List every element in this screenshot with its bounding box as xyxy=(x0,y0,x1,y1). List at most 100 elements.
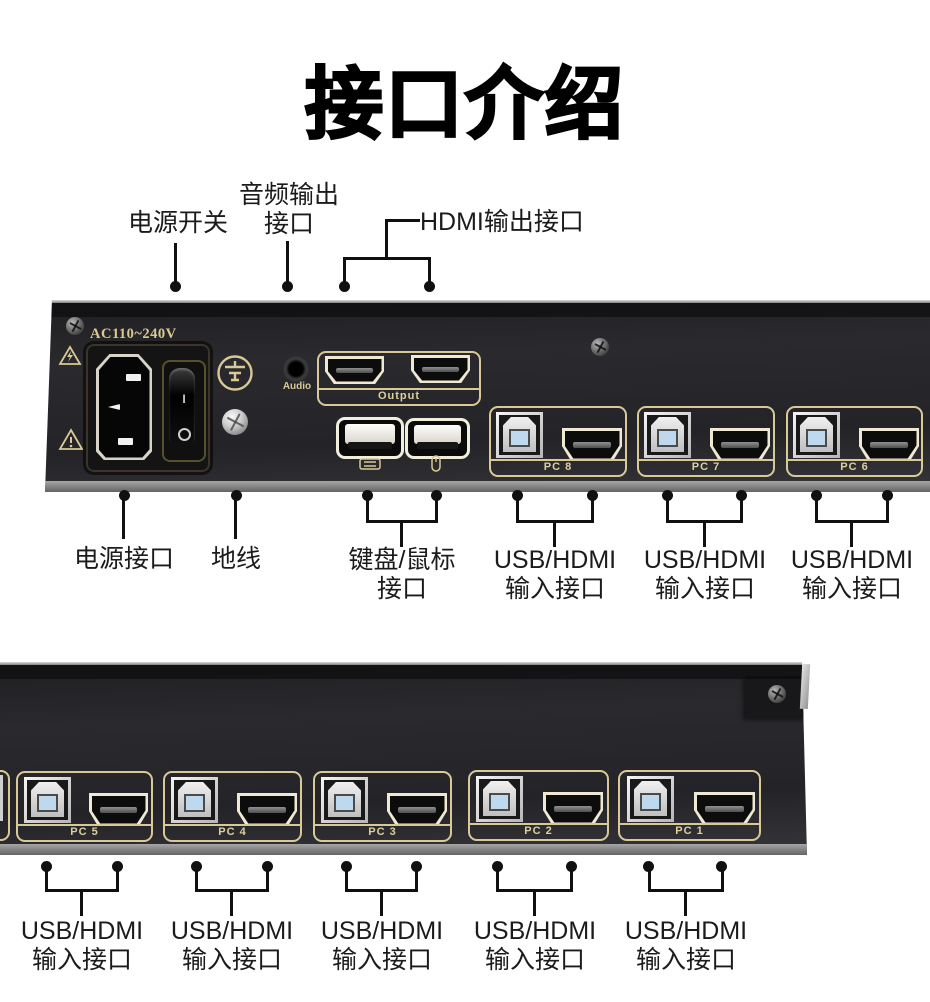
leader-dot xyxy=(119,490,130,501)
mouse-icon xyxy=(431,455,441,472)
leader-line xyxy=(570,867,573,892)
hdmi-port xyxy=(89,793,148,826)
pc-group-label: PC 4 xyxy=(165,824,300,840)
warning-lightning-icon xyxy=(58,345,82,365)
page-title: 接口介绍 xyxy=(304,59,625,150)
annotation-usb-hdmi-input-6: USB/HDMI 输入接口 xyxy=(790,546,914,603)
leader-line xyxy=(740,496,743,523)
pc3-port-group: PC 3 xyxy=(313,771,452,842)
annotation-usb-hdmi-input-7: USB/HDMI 输入接口 xyxy=(643,546,767,603)
leader-line xyxy=(122,496,125,539)
leader-line xyxy=(850,520,853,547)
hdmi-port xyxy=(387,793,447,826)
leader-dot xyxy=(339,281,350,292)
leader-line xyxy=(230,889,233,916)
leader-dot xyxy=(716,861,727,872)
leader-line xyxy=(266,867,269,892)
panel-base-strip xyxy=(45,481,930,492)
leader-line xyxy=(380,889,383,916)
annotation-kb-mouse-port: 键盘/鼠标 接口 xyxy=(348,546,456,603)
hdmi-port xyxy=(411,355,470,383)
leader-line xyxy=(45,867,48,892)
leader-dot xyxy=(170,281,181,292)
leader-line xyxy=(428,257,431,284)
annotation-power-port: 电源接口 xyxy=(73,545,174,573)
leader-dot xyxy=(411,861,422,872)
leader-dot xyxy=(431,490,442,501)
screw-icon xyxy=(768,685,786,703)
usb-b-port xyxy=(496,412,543,458)
annotation-power-switch: 电源开关 xyxy=(127,209,228,237)
hdmi-port xyxy=(859,428,919,461)
ground-icon xyxy=(217,355,253,391)
annotation-usb-hdmi-input-8: USB/HDMI 输入接口 xyxy=(493,546,617,603)
leader-dot xyxy=(262,861,273,872)
hdmi-port xyxy=(694,792,755,825)
keyboard-icon xyxy=(359,458,381,470)
pc-group-label: PC 7 xyxy=(639,459,773,475)
leader-dot xyxy=(643,861,654,872)
hdmi-port xyxy=(543,792,603,825)
ac-rating-label: AC110~240V xyxy=(90,326,177,342)
warning-exclamation-icon xyxy=(58,428,84,450)
pc-group-label: PC 6 xyxy=(788,459,921,475)
leader-line xyxy=(286,241,289,283)
leader-line xyxy=(815,496,818,523)
rear-panel-top: AC110~240V I xyxy=(45,300,930,492)
annotation-usb-hdmi-input-2: USB/HDMI 输入接口 xyxy=(473,917,597,974)
leader-dot xyxy=(587,490,598,501)
power-inlet-module: I xyxy=(86,344,210,472)
annotation-hdmi-out: HDMI输出接口 xyxy=(420,208,584,236)
leader-line xyxy=(648,867,651,892)
ground-screw-icon xyxy=(222,409,248,435)
leader-line xyxy=(721,867,724,892)
leader-line xyxy=(343,257,431,260)
power-inlet xyxy=(96,354,152,460)
hdmi-port xyxy=(325,356,384,384)
leader-line xyxy=(415,867,418,892)
leader-line xyxy=(195,867,198,892)
usb-b-port xyxy=(627,776,674,822)
pc-group-label: PC 3 xyxy=(315,824,450,840)
leader-dot xyxy=(512,490,523,501)
switch-off-mark xyxy=(178,428,191,441)
leader-dot xyxy=(41,861,52,872)
leader-dot xyxy=(662,490,673,501)
leader-line xyxy=(684,889,687,916)
hdmi-port xyxy=(237,793,297,826)
leader-line xyxy=(385,219,388,259)
leader-dot xyxy=(191,861,202,872)
pc2-port-group: PC 2 xyxy=(468,770,609,841)
leader-line xyxy=(516,496,519,523)
leader-line xyxy=(533,889,536,916)
hdmi-port xyxy=(710,428,770,461)
usb-b-port xyxy=(24,777,71,823)
leader-line xyxy=(366,496,369,523)
leader-dot xyxy=(492,861,503,872)
pc7-port-group: PC 7 xyxy=(637,406,775,477)
leader-line xyxy=(553,520,556,547)
usb-a-port-keyboard xyxy=(336,417,404,459)
leader-line xyxy=(174,243,177,283)
leader-line xyxy=(387,219,420,222)
pc-group-label: PC 1 xyxy=(620,823,759,839)
audio-jack xyxy=(283,356,309,382)
leader-dot xyxy=(736,490,747,501)
pc6-port-group: PC 6 xyxy=(786,406,923,477)
annotation-audio-out: 音频输出 接口 xyxy=(238,181,339,238)
leader-line xyxy=(116,867,119,892)
pc-group-label: PC 8 xyxy=(491,459,625,475)
output-group-label: Output xyxy=(319,388,479,404)
partial-port-group xyxy=(0,770,10,841)
leader-line xyxy=(703,520,706,547)
usb-b-port xyxy=(476,776,523,822)
panel-base-strip xyxy=(0,844,807,855)
annotation-usb-hdmi-input-3: USB/HDMI 输入接口 xyxy=(320,917,444,974)
annotation-ground-wire: 地线 xyxy=(210,545,261,573)
pc4-port-group: PC 4 xyxy=(163,771,302,842)
panel-edge-highlight xyxy=(799,663,811,710)
leader-line xyxy=(886,496,889,523)
annotation-usb-hdmi-input-4: USB/HDMI 输入接口 xyxy=(170,917,294,974)
leader-dot xyxy=(811,490,822,501)
